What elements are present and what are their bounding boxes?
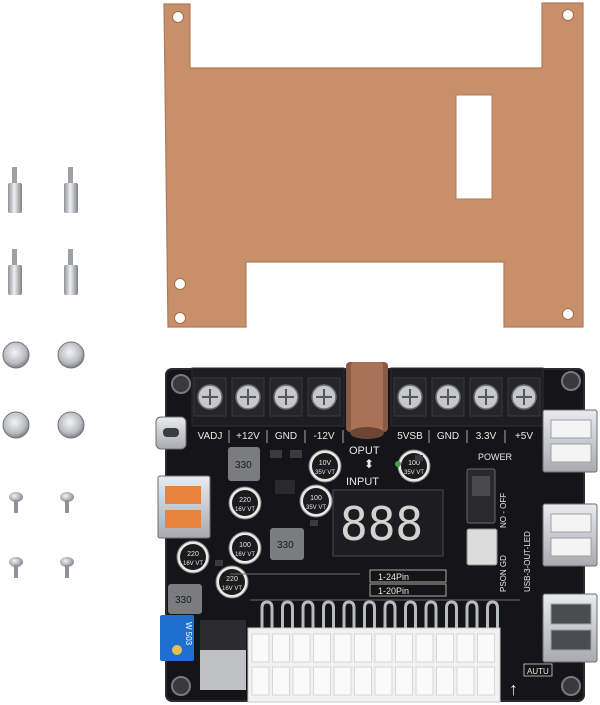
- screw: [60, 492, 74, 513]
- standoff: [64, 249, 78, 295]
- svg-text:16V VT: 16V VT: [235, 507, 255, 513]
- terminal-label: +5V: [515, 431, 533, 442]
- magnet-set: [2, 341, 85, 439]
- usb-a-port-left: [157, 475, 211, 539]
- switch-side-label: NO - OFF: [499, 493, 508, 528]
- terminal-label: 5VSB: [397, 431, 423, 442]
- usb-led-label: USB-3-OUT-LED: [523, 531, 532, 592]
- dc-barrel-jack: [346, 362, 388, 439]
- terminal-screw[interactable]: [469, 377, 503, 417]
- usb-a-port-right-3: [542, 593, 598, 663]
- svg-text:220: 220: [239, 497, 251, 504]
- display-digits: 888: [340, 497, 423, 551]
- inductor: 330: [270, 528, 304, 560]
- svg-text:330: 330: [277, 540, 294, 551]
- svg-text:330: 330: [235, 460, 252, 471]
- acrylic-cover-plate: [163, 2, 584, 328]
- standoff: [64, 167, 78, 213]
- up-arrow-icon: ↑: [509, 679, 518, 699]
- capacitor: 100 35V VT: [397, 449, 431, 483]
- terminal-screw[interactable]: [507, 377, 541, 417]
- capacitor: 100 35V VT: [299, 484, 333, 518]
- status-led: [395, 461, 401, 467]
- svg-text:35V VT: 35V VT: [404, 470, 424, 476]
- power-breakout-board: VADJ +12V GND -12V 5VSB GND 3.3V +5V OPUT ⬍ INP…: [155, 362, 598, 703]
- inductor: 330: [228, 447, 260, 481]
- svg-text:16V VT: 16V VT: [222, 586, 242, 592]
- mount-hole: [174, 278, 186, 290]
- terminal-label: VADJ: [198, 431, 223, 442]
- capacitor: 220 16V VT: [215, 565, 249, 599]
- svg-text:100: 100: [239, 542, 251, 549]
- terminal-label: 3.3V: [476, 431, 497, 442]
- magnet: [2, 341, 30, 369]
- terminal-screw[interactable]: [193, 377, 227, 417]
- inductor: 330: [168, 584, 202, 614]
- power-label: POWER: [478, 452, 513, 462]
- terminal-label: -12V: [313, 431, 334, 442]
- potentiometer[interactable]: W 503: [160, 615, 194, 661]
- terminal-label: +12V: [236, 431, 260, 442]
- capacitor: 10V 35V VT: [308, 449, 342, 483]
- mount-hole: [172, 11, 184, 23]
- brand-mark: AUTU: [527, 667, 549, 676]
- standoff: [8, 249, 22, 295]
- mount-hole: [174, 312, 186, 324]
- standoff: [8, 167, 22, 213]
- output-label: OPUT: [349, 445, 380, 457]
- terminal-screw[interactable]: [269, 377, 303, 417]
- pin-20-label: 1-20Pin: [378, 586, 409, 596]
- pin-24-label: 1-24Pin: [378, 572, 409, 582]
- terminal-label: GND: [437, 431, 459, 442]
- magnet: [57, 341, 85, 369]
- svg-text:W 503: W 503: [184, 622, 193, 646]
- svg-text:100: 100: [310, 495, 322, 502]
- usb-a-port-right-2: [542, 503, 598, 567]
- input-label: INPUT: [346, 476, 379, 488]
- atx-24pin-connector: [247, 600, 501, 703]
- screw-set: [9, 492, 74, 578]
- terminal-screw[interactable]: [431, 377, 465, 417]
- svg-text:35V VT: 35V VT: [306, 505, 326, 511]
- capacitor: 100 16V VT: [228, 531, 262, 565]
- terminal-screw[interactable]: [231, 377, 265, 417]
- pcb-mount-hole: [561, 676, 581, 696]
- svg-text:16V VT: 16V VT: [183, 561, 203, 567]
- plate-cutout: [455, 94, 493, 200]
- svg-text:330: 330: [175, 595, 192, 606]
- power-switch[interactable]: [466, 468, 496, 524]
- screw: [60, 557, 74, 578]
- screw: [9, 492, 23, 513]
- capacitor: 220 16V VT: [228, 486, 262, 520]
- push-button[interactable]: [466, 528, 498, 566]
- pcb-mount-hole: [561, 371, 581, 391]
- standoff-set: [8, 167, 78, 295]
- mount-hole: [562, 308, 574, 320]
- voltage-regulator: [200, 620, 246, 690]
- svg-text:220: 220: [226, 576, 238, 583]
- svg-text:35V VT: 35V VT: [315, 470, 335, 476]
- capacitor: 220 16V VT: [176, 540, 210, 574]
- magnet: [57, 411, 85, 439]
- seven-segment-display: 888: [332, 489, 444, 557]
- usb-a-port-right-1: [542, 409, 598, 473]
- arrow-icon: ⬍: [364, 457, 374, 471]
- pcb-mount-hole: [171, 676, 191, 696]
- svg-text:16V VT: 16V VT: [235, 552, 255, 558]
- pcb-mount-hole: [171, 374, 191, 394]
- pson-label: PSON GD: [499, 555, 508, 592]
- mount-hole: [562, 9, 574, 21]
- magnet: [2, 411, 30, 439]
- svg-text:10V: 10V: [319, 460, 332, 467]
- svg-text:220: 220: [187, 551, 199, 558]
- svg-text:100: 100: [408, 460, 420, 467]
- screw: [9, 557, 23, 578]
- terminal-screw[interactable]: [307, 377, 341, 417]
- terminal-screw[interactable]: [393, 377, 427, 417]
- terminal-label: GND: [275, 431, 297, 442]
